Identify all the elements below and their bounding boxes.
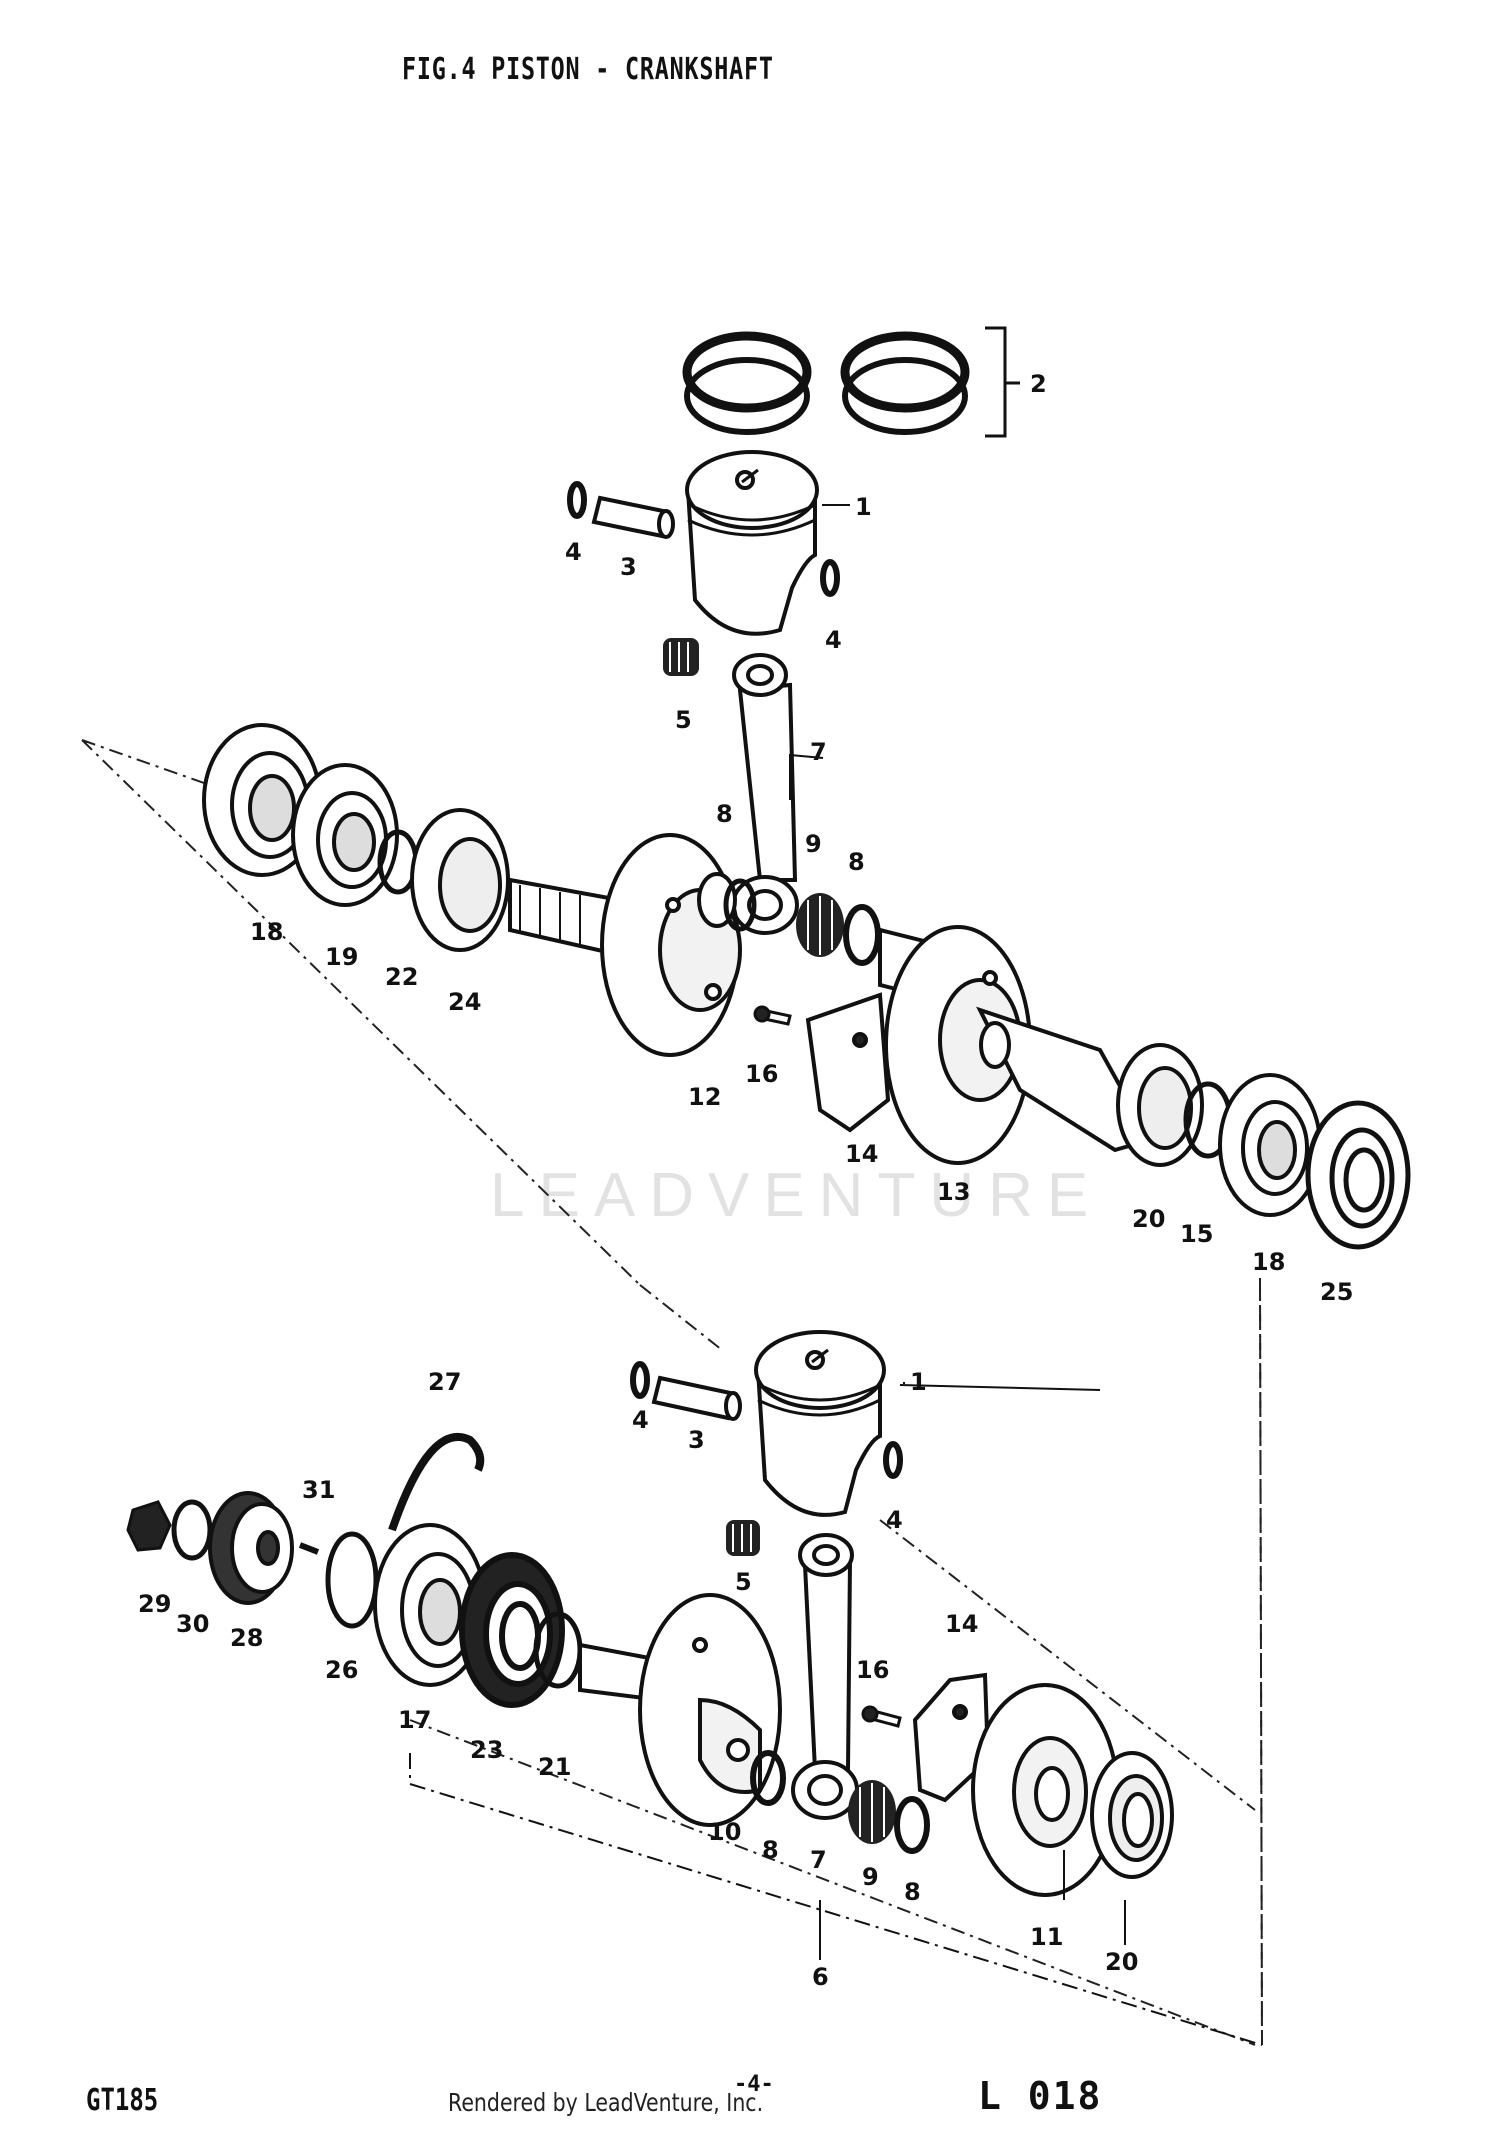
- callout-7-upper: 7: [810, 738, 827, 766]
- callout-15: 15: [1180, 1220, 1213, 1248]
- callout-8-upper-left: 8: [716, 800, 733, 828]
- callout-20-upper: 20: [1132, 1205, 1165, 1233]
- piston-upper: [685, 450, 819, 636]
- callout-12: 12: [688, 1083, 721, 1111]
- callout-5-lower: 5: [735, 1568, 752, 1596]
- piston-rings: [682, 331, 970, 435]
- rendered-by-credit: Rendered by LeadVenture, Inc.: [448, 2088, 764, 2117]
- oil-seal-20-lower: [1090, 1751, 1174, 1879]
- callout-25: 25: [1320, 1278, 1353, 1306]
- circlip-lower-left: [630, 1361, 650, 1399]
- callout-8-lower-left: 8: [762, 1836, 779, 1864]
- circlip-lower-right: [883, 1441, 903, 1479]
- pin-16-upper: [753, 1005, 792, 1026]
- crank-right-half-upper: [878, 925, 1153, 1165]
- callout-9-upper: 9: [805, 830, 822, 858]
- callout-3-lower: 3: [688, 1426, 705, 1454]
- bearing-19-upper: [291, 763, 399, 907]
- callout-19: 19: [325, 943, 358, 971]
- callout-6: 6: [812, 1963, 829, 1991]
- circlip-27: [388, 1432, 485, 1532]
- needle-bearing-lower: [726, 1520, 760, 1556]
- piston-lower: [754, 1330, 886, 1517]
- callout-16-lower: 16: [856, 1656, 889, 1684]
- piston-pin-lower: [651, 1375, 742, 1421]
- callout-3-upper: 3: [620, 553, 637, 581]
- callout-1-upper: 1: [855, 493, 872, 521]
- callout-18-upper-right: 18: [1252, 1248, 1285, 1276]
- needle-bearing-upper: [663, 638, 699, 676]
- plate-14-upper: [805, 992, 891, 1133]
- callout-30: 30: [176, 1610, 209, 1638]
- nut-29: [126, 1500, 172, 1552]
- washer-8-lower-left: [750, 1750, 786, 1806]
- callout-8-upper-right: 8: [848, 848, 865, 876]
- crank-left-half-upper: [508, 833, 742, 1057]
- callout-14-lower: 14: [945, 1610, 978, 1638]
- callout-10: 10: [708, 1818, 741, 1846]
- callout-16-upper: 16: [745, 1060, 778, 1088]
- callout-31: 31: [302, 1476, 335, 1504]
- callout-4-upper-left: 4: [565, 538, 582, 566]
- needle-bearing-9-lower: [848, 1780, 896, 1844]
- crank-right-half-lower: [971, 1683, 1119, 1897]
- oil-seal-25: [1305, 1100, 1411, 1250]
- ring-bracket: [985, 326, 1020, 438]
- crank-left-half-lower: [578, 1593, 782, 1827]
- gear-28: [208, 1491, 294, 1605]
- pin-16-lower: [861, 1705, 902, 1728]
- key-31: [298, 1542, 320, 1555]
- connecting-rod-lower: [791, 1533, 859, 1820]
- model-code: GT185: [86, 2083, 159, 2118]
- bearing-17-lower: [373, 1523, 487, 1687]
- callout-22: 22: [385, 963, 418, 991]
- callout-1-lower: 1: [910, 1368, 927, 1396]
- callout-23: 23: [470, 1736, 503, 1764]
- callout-29: 29: [138, 1590, 171, 1618]
- callout-4-lower-left: 4: [632, 1406, 649, 1434]
- callout-13: 13: [937, 1178, 970, 1206]
- lower-alignment-line: [409, 1719, 1256, 2046]
- callout-14-upper: 14: [845, 1140, 878, 1168]
- oil-seal-20-upper: [1116, 1043, 1204, 1167]
- diagram-code: L 018: [978, 2074, 1103, 2118]
- callout-11: 11: [1030, 1923, 1063, 1951]
- callout-8-lower-right: 8: [904, 1878, 921, 1906]
- callout-4-lower-right: 4: [886, 1506, 903, 1534]
- callout-28: 28: [230, 1624, 263, 1652]
- callout-24: 24: [448, 988, 481, 1016]
- callout-9-lower: 9: [862, 1863, 879, 1891]
- callout-27: 27: [428, 1368, 461, 1396]
- callout-26: 26: [325, 1656, 358, 1684]
- callout-17: 17: [398, 1706, 431, 1734]
- callout-18-upper-left: 18: [250, 918, 283, 946]
- page-number: -4-: [734, 2072, 774, 2097]
- washer-8-lower-right: [894, 1796, 930, 1854]
- bearing-18-upper-right: [1218, 1073, 1322, 1217]
- callout-4-upper-right: 4: [825, 626, 842, 654]
- callout-2: 2: [1030, 370, 1047, 398]
- washer-8-upper-left: [723, 878, 757, 932]
- needle-bearing-9-upper: [796, 893, 844, 957]
- callout-20-lower: 20: [1105, 1948, 1138, 1976]
- circlip-upper-right: [820, 559, 840, 597]
- callout-21: 21: [538, 1753, 571, 1781]
- callout-5-upper: 5: [675, 706, 692, 734]
- figure-title: FIG.4 PISTON - CRANKSHAFT: [402, 52, 774, 87]
- callout-7-lower: 7: [810, 1846, 827, 1874]
- circlip-upper-left: [567, 481, 587, 519]
- bearing-18-upper: [202, 723, 322, 877]
- leadventure-watermark: LEADVENTURE: [490, 1161, 1103, 1230]
- piston-pin-upper: [591, 495, 675, 539]
